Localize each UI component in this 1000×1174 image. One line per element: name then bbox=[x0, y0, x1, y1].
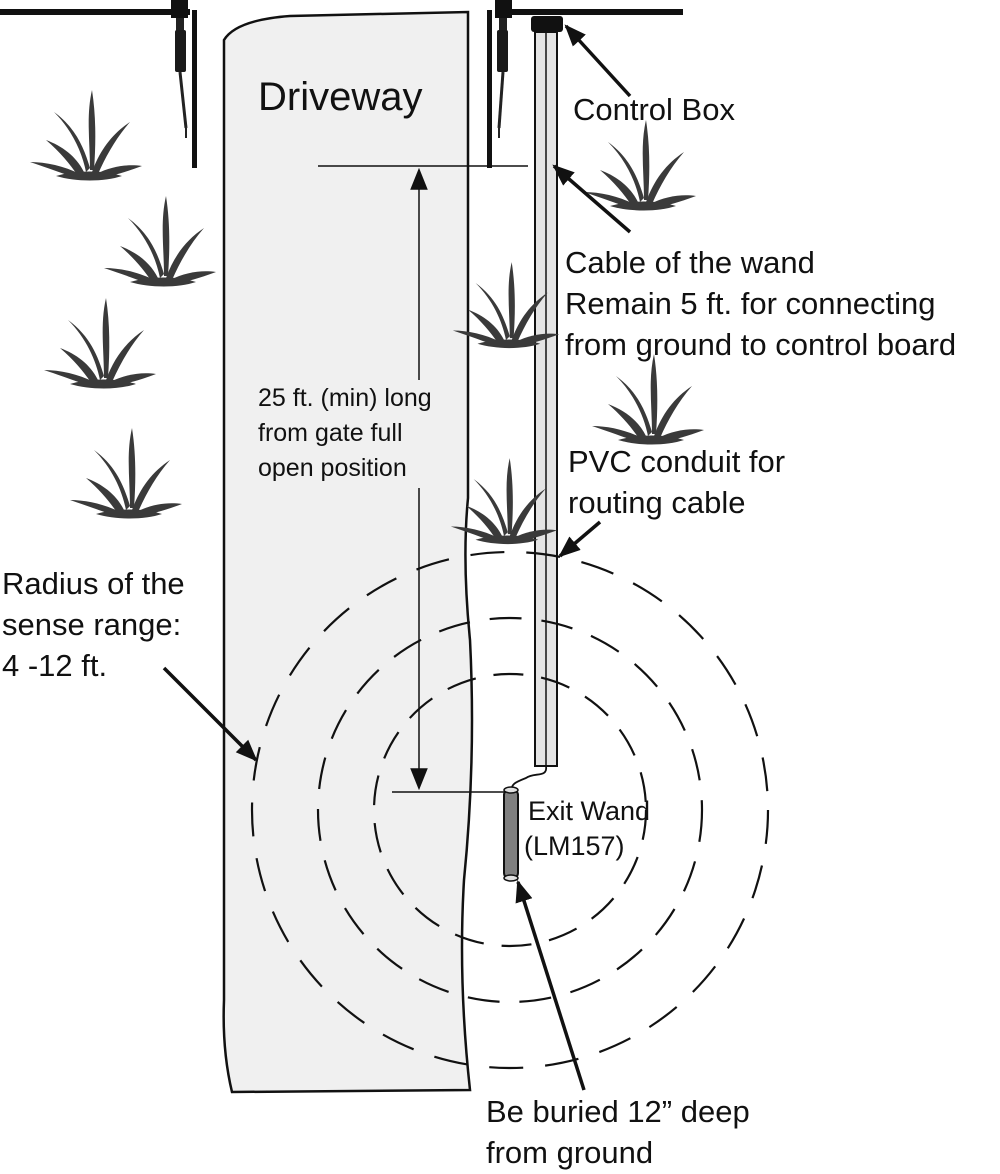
driveway-surface bbox=[222, 10, 474, 1094]
exit-wand-label-line2: (LM157) bbox=[524, 831, 625, 861]
sense-range-circles bbox=[250, 550, 770, 1070]
distance-label-line3: open position bbox=[258, 454, 407, 482]
buried-label-line1: Be buried 12” deep bbox=[486, 1094, 750, 1129]
cable-label-line1: Cable of the wand bbox=[565, 245, 815, 280]
control-box bbox=[531, 16, 563, 32]
pvc-label-line1: PVC conduit for bbox=[568, 444, 785, 479]
distance-label-line1: 25 ft. (min) long bbox=[258, 384, 432, 412]
radius-label-line3: 4 -12 ft. bbox=[2, 648, 107, 683]
buried-arrow bbox=[515, 879, 586, 1091]
pvc-label-line2: routing cable bbox=[568, 485, 746, 520]
exit-wand-label-line1: Exit Wand bbox=[528, 796, 650, 826]
exit-wand bbox=[503, 786, 519, 882]
control-box-arrow bbox=[564, 24, 632, 98]
cable-arrow bbox=[552, 164, 632, 234]
cable-label-line3: from ground to control board bbox=[565, 327, 956, 362]
cable-label-line2: Remain 5 ft. for connecting bbox=[565, 286, 935, 321]
distance-label-line2: from gate full bbox=[258, 419, 403, 447]
right-gate bbox=[487, 0, 683, 168]
pvc-arrow bbox=[558, 520, 602, 558]
buried-label-line2: from ground bbox=[486, 1135, 653, 1170]
radius-label-line2: sense range: bbox=[2, 607, 181, 642]
radius-label-line1: Radius of the bbox=[2, 566, 185, 601]
pvc-conduit bbox=[534, 31, 558, 767]
radius-arrow bbox=[162, 666, 258, 762]
driveway-label: Driveway bbox=[258, 75, 422, 119]
left-gate bbox=[0, 0, 197, 168]
control-box-label: Control Box bbox=[573, 92, 735, 127]
